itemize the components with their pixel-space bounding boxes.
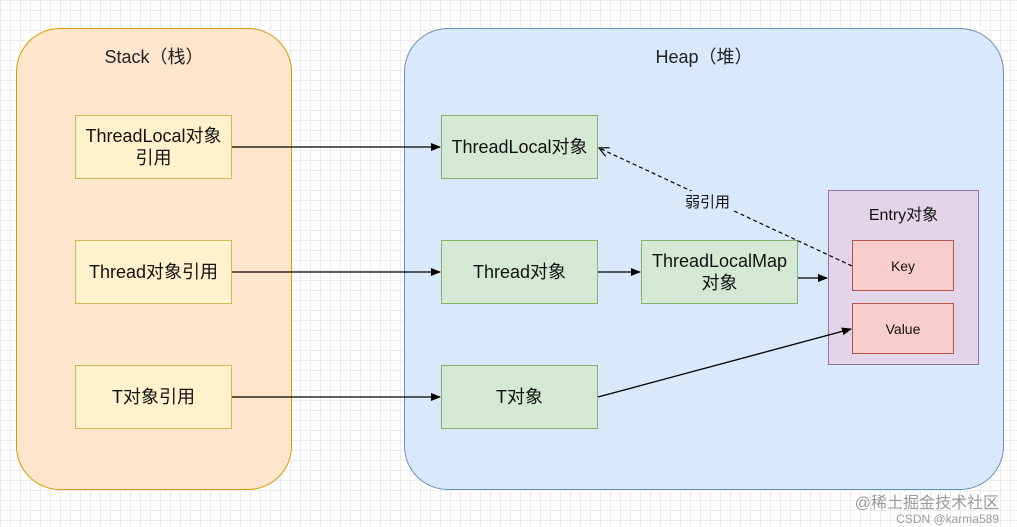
arrow-t-to-value xyxy=(597,327,852,398)
arrow-weak-reference xyxy=(599,148,853,267)
stack-title: Stack（栈） xyxy=(104,47,204,67)
heap-title: Heap（堆） xyxy=(655,47,753,67)
watermark-csdn: CSDN @karma589 xyxy=(896,512,999,526)
t-object-box: T对象 xyxy=(441,365,598,429)
weak-reference-label: 弱引用 xyxy=(683,191,733,212)
threadlocalmap-object-box: ThreadLocalMap 对象 xyxy=(641,240,798,304)
entry-key-box: Key xyxy=(852,240,954,291)
thread-object-box: Thread对象 xyxy=(441,240,598,304)
entry-title: Entry对象 xyxy=(868,207,939,224)
watermark-juejin: @稀土掘金技术社区 xyxy=(854,495,999,512)
entry-value-box: Value xyxy=(852,303,954,354)
t-ref-box: T对象引用 xyxy=(75,365,232,429)
thread-ref-box: Thread对象引用 xyxy=(75,240,232,304)
threadlocal-ref-box: ThreadLocal对象 引用 xyxy=(75,115,232,179)
threadlocal-object-box: ThreadLocal对象 xyxy=(441,115,598,179)
